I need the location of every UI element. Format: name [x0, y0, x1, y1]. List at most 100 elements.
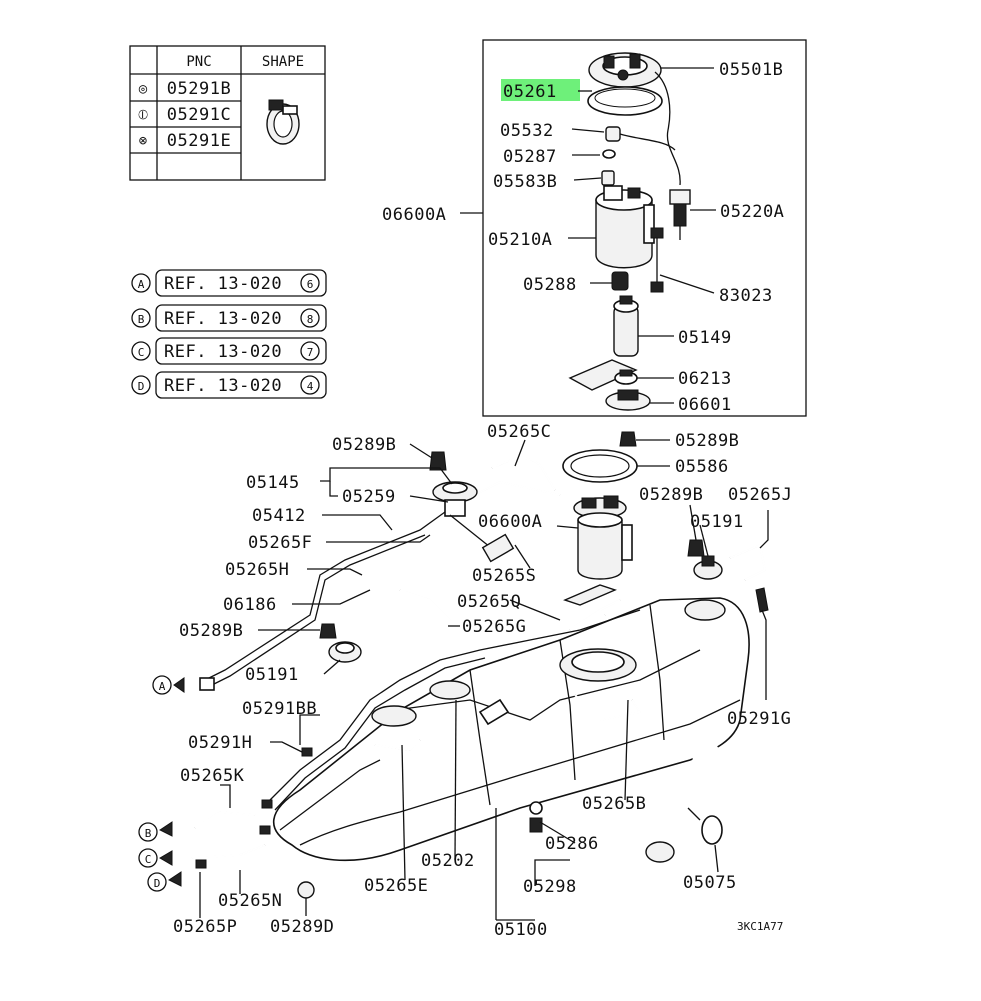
- clip-part-05289D[interactable]: [297, 881, 315, 899]
- reservoir-part[interactable]: [595, 185, 655, 269]
- reference-a-text: REF. 13-020: [164, 274, 282, 294]
- label-06186[interactable]: 06186: [223, 595, 277, 615]
- arrow-d[interactable]: D: [147, 871, 182, 892]
- label-83023[interactable]: 83023: [719, 286, 773, 306]
- fuel-tank-part[interactable]: [273, 597, 750, 862]
- reference-c-num: 7: [307, 346, 314, 359]
- o-ring-part[interactable]: [602, 149, 616, 159]
- label-05287[interactable]: 05287: [503, 147, 557, 167]
- arrow-b-letter: B: [145, 827, 152, 840]
- pump-assembly-part[interactable]: [563, 495, 633, 606]
- label-05412[interactable]: 05412: [252, 506, 306, 526]
- reference-c[interactable]: C REF. 13-020 7: [131, 337, 327, 365]
- label-05191-a[interactable]: 05191: [690, 512, 744, 532]
- label-06600A[interactable]: 06600A: [382, 205, 446, 225]
- label-05220A[interactable]: 05220A: [720, 202, 784, 222]
- hose-part-05532[interactable]: [605, 126, 621, 142]
- label-05261[interactable]: 05261: [503, 82, 557, 102]
- label-05259[interactable]: 05259: [342, 487, 396, 507]
- clip-part-05583B[interactable]: [601, 170, 615, 186]
- label-05100[interactable]: 05100: [494, 920, 548, 940]
- reference-a-letter: A: [138, 278, 145, 291]
- clip-part-a[interactable]: [429, 451, 447, 471]
- filter-part-06601[interactable]: [605, 389, 651, 411]
- reference-list: A REF. 13-020 6 B REF. 13-020 8 C REF. 1…: [131, 269, 327, 399]
- arrow-c-letter: C: [145, 853, 152, 866]
- arrow-b[interactable]: B: [138, 821, 173, 842]
- reference-a-num: 6: [307, 278, 314, 291]
- label-05288[interactable]: 05288: [523, 275, 577, 295]
- label-05145[interactable]: 05145: [246, 473, 300, 493]
- packing-ring-part-05586[interactable]: [562, 449, 638, 483]
- plug-part-05298[interactable]: [529, 817, 543, 833]
- label-05202[interactable]: 05202: [421, 851, 475, 871]
- label-05075[interactable]: 05075: [683, 873, 737, 893]
- label-05501B[interactable]: 05501B: [719, 60, 783, 80]
- label-06600A-b[interactable]: 06600A: [478, 512, 542, 532]
- reference-a[interactable]: A REF. 13-020 6: [131, 269, 327, 297]
- label-05265H[interactable]: 05265H: [225, 560, 289, 580]
- label-05265P[interactable]: 05265P: [173, 917, 237, 937]
- label-05289B-b[interactable]: 05289B: [675, 431, 739, 451]
- label-05149[interactable]: 05149: [678, 328, 732, 348]
- label-05291H[interactable]: 05291H: [188, 733, 252, 753]
- label-05289D[interactable]: 05289D: [270, 917, 334, 937]
- legend-symbol-1: ◎: [139, 81, 148, 97]
- cap-part-05191-a[interactable]: [693, 555, 723, 580]
- pump-module-inset: 05261 05501B 05532 05287 05583B 06600A 0…: [382, 39, 807, 417]
- label-06601[interactable]: 06601: [678, 395, 732, 415]
- label-05265Q[interactable]: 05265Q: [457, 592, 521, 612]
- regulator-part[interactable]: [669, 189, 691, 240]
- label-05289B-c[interactable]: 05289B: [639, 485, 703, 505]
- packing-ring-part[interactable]: [587, 86, 663, 116]
- label-05210A[interactable]: 05210A: [488, 230, 552, 250]
- filler-hose-part-05075[interactable]: [645, 741, 759, 866]
- hose-clamp-icon: [266, 99, 300, 145]
- clip-part-b[interactable]: [619, 431, 637, 447]
- cap-part-05191-b[interactable]: [328, 641, 362, 663]
- legend-table: PNC SHAPE ◎ 05291B ⦶ 05291C ⊗ 05291E: [129, 45, 326, 181]
- legend-symbol-3: ⊗: [139, 133, 148, 149]
- legend-pnc-3: 05291E: [167, 131, 231, 151]
- strainer-part[interactable]: [568, 359, 638, 391]
- arrow-a-letter: A: [159, 680, 166, 693]
- label-05265S[interactable]: 05265S: [472, 566, 536, 586]
- label-05265F[interactable]: 05265F: [248, 533, 312, 553]
- label-05289B-a[interactable]: 05289B: [332, 435, 396, 455]
- label-05191-b[interactable]: 05191: [245, 665, 299, 685]
- fuel-tank-assembly: A B C D: [138, 422, 792, 940]
- legend-pnc-1: 05291B: [167, 79, 231, 99]
- label-05286[interactable]: 05286: [545, 834, 599, 854]
- grommet-part-05288[interactable]: [611, 271, 629, 291]
- label-05265E[interactable]: 05265E: [364, 876, 428, 896]
- clip-part-d[interactable]: [319, 623, 337, 639]
- reference-d[interactable]: D REF. 13-020 4: [131, 371, 327, 399]
- label-05265J[interactable]: 05265J: [728, 485, 792, 505]
- label-05265C[interactable]: 05265C: [487, 422, 551, 442]
- sender-part[interactable]: [650, 227, 664, 293]
- label-05265N[interactable]: 05265N: [218, 891, 282, 911]
- label-05532[interactable]: 05532: [500, 121, 554, 141]
- clip-part-c[interactable]: [687, 539, 705, 557]
- label-05265G[interactable]: 05265G: [462, 617, 526, 637]
- filler-part-05145[interactable]: [432, 481, 515, 563]
- fuel-pump-part[interactable]: [613, 295, 639, 357]
- label-05586[interactable]: 05586: [675, 457, 729, 477]
- reference-b[interactable]: B REF. 13-020 8: [131, 304, 327, 332]
- label-05298[interactable]: 05298: [523, 877, 577, 897]
- plug-part-05286[interactable]: [529, 801, 543, 815]
- label-05291G[interactable]: 05291G: [727, 709, 791, 729]
- arrow-a[interactable]: A: [152, 675, 215, 695]
- reference-c-text: REF. 13-020: [164, 342, 282, 362]
- label-05265K[interactable]: 05265K: [180, 766, 245, 786]
- arrow-c[interactable]: C: [138, 848, 173, 868]
- clip-part-05291H[interactable]: [301, 747, 313, 757]
- label-05583B[interactable]: 05583B: [493, 172, 557, 192]
- diagram-code: 3KC1A77: [737, 920, 783, 933]
- label-06213[interactable]: 06213: [678, 369, 732, 389]
- label-05289B-d[interactable]: 05289B: [179, 621, 243, 641]
- label-05265B[interactable]: 05265B: [582, 794, 646, 814]
- label-05291BB[interactable]: 05291BB: [242, 699, 317, 719]
- pump-flange-part[interactable]: [588, 52, 662, 88]
